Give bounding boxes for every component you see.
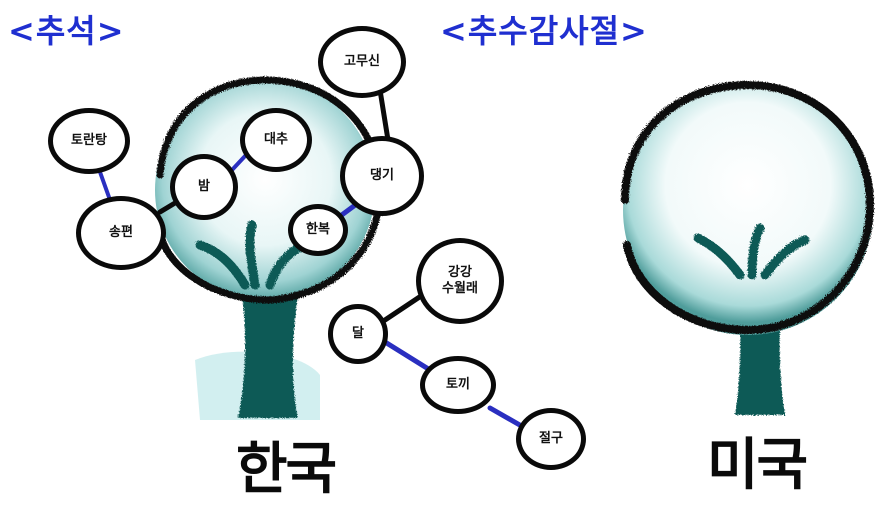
- usa-tree-crown-outline: [621, 80, 875, 335]
- node-tokki: 토끼: [420, 356, 496, 414]
- korea-tree-trunk: [238, 280, 300, 418]
- node-daechu: 대추: [240, 108, 312, 172]
- node-songpyeon: 송편: [76, 196, 166, 270]
- heading-chuseok: <추석>: [8, 12, 125, 50]
- link-torantang-songpyeon: [98, 170, 112, 202]
- label-korea: 한국: [236, 437, 337, 502]
- link-dal-tokki: [382, 339, 433, 373]
- link-bam-daechu: [230, 153, 248, 172]
- node-gomusin: 고무신: [318, 26, 406, 98]
- heading-thanksgiving: <추수감사절>: [440, 12, 648, 50]
- node-bam: 밤: [170, 154, 238, 220]
- node-daenggi: 댕기: [340, 136, 424, 216]
- node-ganggang-sullae: 강강 수월래: [416, 238, 504, 324]
- node-dal: 달: [328, 304, 388, 364]
- usa-tree-branches: [693, 223, 810, 280]
- usa-tree: [621, 80, 875, 415]
- label-usa: 미국: [707, 433, 808, 498]
- node-jeolgu: 절구: [516, 408, 586, 470]
- link-gomusin-daenggi: [377, 87, 391, 143]
- node-toran-tang: 토란탕: [48, 108, 130, 174]
- usa-tree-crown: [623, 85, 873, 335]
- node-hanbok: 한복: [288, 204, 348, 256]
